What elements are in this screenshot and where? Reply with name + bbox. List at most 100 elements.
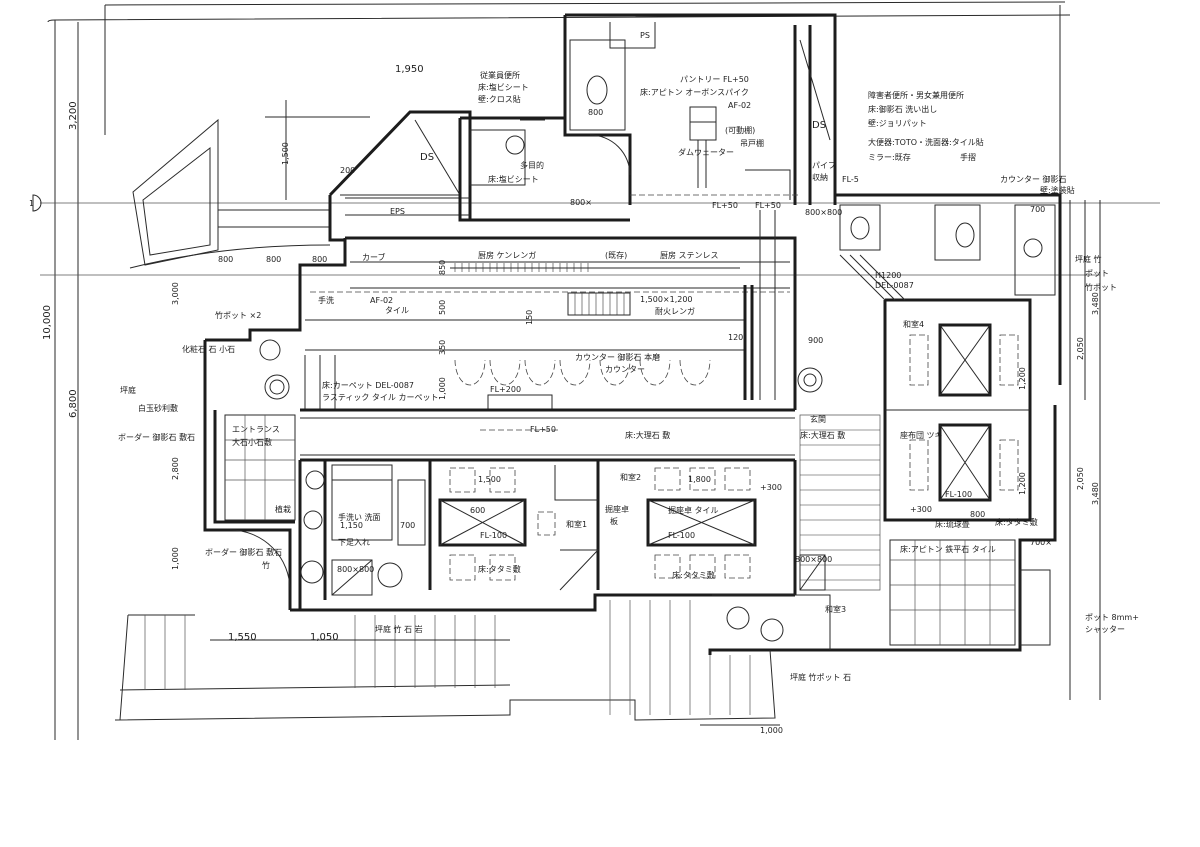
label-carpet: 床:カーペット DEL-0087 <box>322 380 414 390</box>
dim-2050: 2,050 <box>1076 467 1085 490</box>
note-wall: 壁:ジョリパット <box>868 118 927 128</box>
dim-1050: 1,050 <box>310 632 339 643</box>
label-shutter: シャッター <box>1085 625 1125 634</box>
label-fl-100: FL-100 <box>945 490 972 499</box>
label-counter: カウンター 御影石 本磨 <box>575 352 660 362</box>
label-bamboo-pot: 竹ポット <box>1085 282 1117 292</box>
dim-1000: 1,000 <box>760 726 783 735</box>
label-ryukyu-tatami: 床:琉球畳 <box>935 519 970 529</box>
label-courtyard-steps: 坪庭 竹 石 岩 <box>375 624 423 634</box>
label-washitsu-2: 和室2 <box>620 472 641 482</box>
dim-3000: 3,000 <box>171 282 180 305</box>
corridor <box>300 417 795 462</box>
label-washitsu-3: 和室3 <box>825 604 846 614</box>
dim-2800: 2,800 <box>171 457 180 480</box>
site-boundary <box>40 1 1160 740</box>
label-tatami: 床:タタミ敷 <box>478 564 521 574</box>
right-wing <box>708 193 1101 700</box>
label-gravel: 白玉砂利敷 <box>138 403 178 413</box>
label-washitsu-1: 和室1 <box>566 519 587 529</box>
dim-1150: 1,150 <box>340 521 363 530</box>
label-shelf: 吊戸棚 <box>740 138 764 148</box>
label-af02: AF-02 <box>728 101 751 110</box>
entrance-area <box>203 339 296 610</box>
label-fl-100: FL-100 <box>480 531 507 540</box>
label-af02: AF-02 <box>370 296 393 305</box>
dim-350: 350 <box>438 340 447 355</box>
room-labels: PS DS DS EPS 従業員便所 床:塩ビシート 壁:クロス貼 800 パン… <box>118 31 1139 682</box>
dim-1000: 1,000 <box>438 377 447 400</box>
label-eps: EPS <box>390 207 405 216</box>
label-zabuton: 座布団 ツキ <box>900 430 943 440</box>
dim-1500: 1,500 <box>281 142 290 165</box>
label-washitsu-4: 和室4 <box>903 319 924 329</box>
dim-plus-300: +300 <box>910 505 932 514</box>
label-staff-toilet: 従業員便所 <box>480 70 520 80</box>
label-courtyard-bottom: 坪庭 竹ポット 石 <box>790 672 851 682</box>
label-genkan-floor: 床:大理石 敷 <box>800 430 845 440</box>
dim-150: 150 <box>525 310 534 325</box>
label-ds: DS <box>812 120 826 131</box>
dim-600: 600 <box>470 506 485 515</box>
dim-3200: 3,200 <box>68 101 79 130</box>
dim-1000: 1,000 <box>171 547 180 570</box>
label-shelf: (可動棚) <box>725 125 755 135</box>
label-kitchen: 厨房 ケンレンガ <box>478 250 536 260</box>
label-staff-toilet-floor: 床:塩ビシート <box>478 82 529 92</box>
dim-1500: 1,500 <box>478 475 501 484</box>
note-fixtures: 大便器:TOTO・洗面器:タイル貼 <box>868 137 984 147</box>
label-shoe-box: 下足入れ <box>338 538 370 547</box>
note-toilet: 障害者便所・男女兼用便所 <box>868 90 964 100</box>
entry-steps <box>114 600 780 726</box>
label-fl200: FL+200 <box>490 385 521 394</box>
label-ds: DS <box>420 152 434 163</box>
label-800x800: 800×800 <box>795 555 832 564</box>
label-board: 板 <box>610 516 618 526</box>
label-firebrick: 耐火レンガ <box>655 306 695 316</box>
label-pantry: パントリー FL+50 <box>680 75 749 84</box>
dim-3480: 3,480 <box>1091 292 1100 315</box>
pantry-annex <box>458 13 837 222</box>
dim-2050: 2,050 <box>1076 337 1085 360</box>
label-800: 800 <box>588 108 603 117</box>
dim-500: 500 <box>438 300 447 315</box>
label-pantry-floor: 床:アピトン オーボンスパイク <box>640 87 749 97</box>
label-staff-toilet-wall: 壁:クロス貼 <box>478 94 521 104</box>
label-pipe: パイプ <box>812 161 836 170</box>
label-corridor-floor: 床:大理石 敷 <box>625 430 670 440</box>
label-800x800: 800×800 <box>337 565 374 574</box>
label-courtyard: 坪庭 <box>120 385 136 395</box>
note-floor: 床:御影石 洗い出し <box>868 104 937 114</box>
note-handrail: 手摺 <box>960 152 976 162</box>
label-curb: カーブ <box>362 252 386 262</box>
dim-plus-300: +300 <box>760 483 782 492</box>
note-fl: FL-5 <box>842 175 859 184</box>
label-bamboo: 竹 <box>262 560 270 570</box>
lower-rooms <box>290 460 797 612</box>
label-tile-floor: 床:アピトン 鉄平石 タイル <box>900 544 996 554</box>
label-carpet: ラスティック タイル カーペット <box>322 393 438 402</box>
entrance-canopy <box>129 100 370 269</box>
label-oven-size: 1,500×1,200 <box>640 295 693 304</box>
label-courtyard: 坪庭 竹 <box>1075 254 1102 264</box>
dim-800: 800 <box>218 255 233 264</box>
note-counter: カウンター 御影石 <box>1000 174 1067 184</box>
dim-10000: 10,000 <box>42 305 53 340</box>
dim-1950: 1,950 <box>395 64 424 75</box>
label-counter: カウンター <box>605 365 645 374</box>
label-fl50: FL+50 <box>755 201 781 210</box>
label-existing: (既存) <box>605 250 627 260</box>
dim-700x: 700× <box>1030 538 1052 547</box>
label-lift: ダムウェーター <box>678 147 734 157</box>
label-wash: 手洗い 洗面 <box>338 512 381 522</box>
label-storage: 収納 <box>812 172 828 182</box>
label-multipurpose: 多目的 <box>520 160 544 170</box>
label-tatami: 床:タタミ敷 <box>995 517 1038 527</box>
label-kitchen-stainless: 厨房 ステンレス <box>660 250 719 260</box>
kitchen-block <box>205 210 797 412</box>
label-pot-note: ポット 8mm+ <box>1085 613 1139 622</box>
grid-marker-label: 1 <box>29 199 34 208</box>
dim-700: 700 <box>1030 205 1045 214</box>
dim-800: 800 <box>970 510 985 519</box>
